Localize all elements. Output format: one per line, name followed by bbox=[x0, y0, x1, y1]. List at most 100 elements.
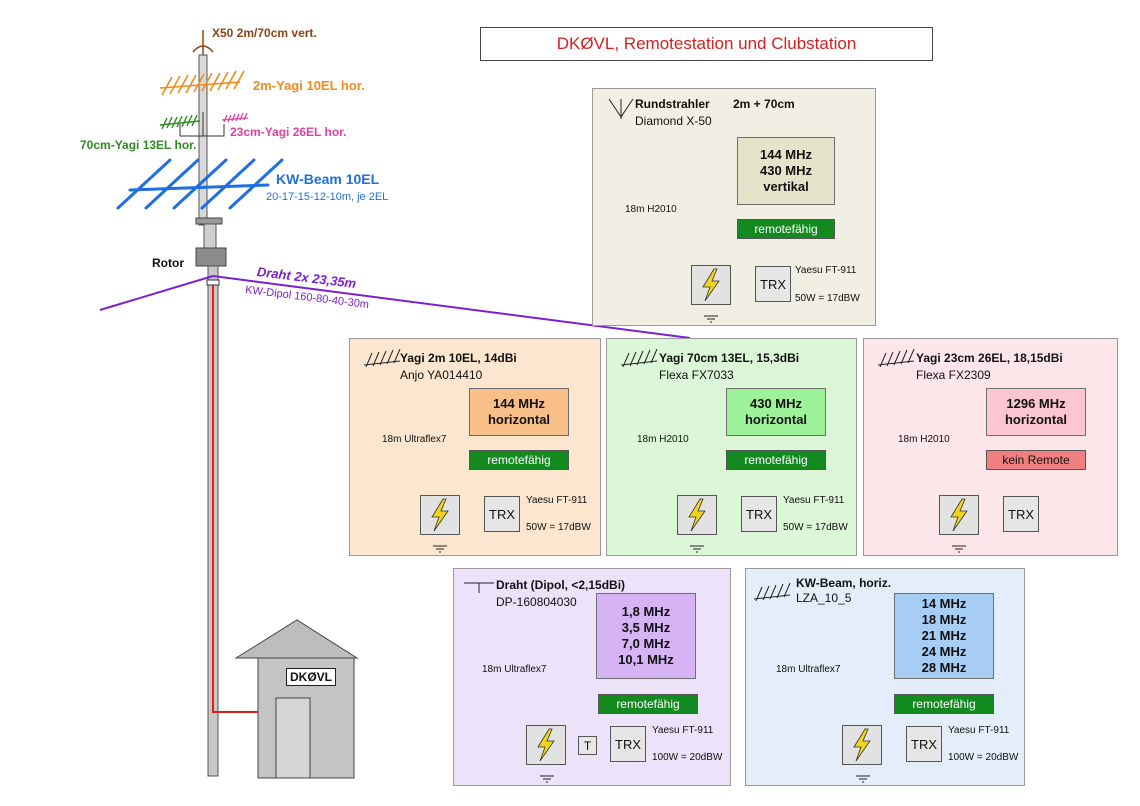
frequency-box: 144 MHz horizontal bbox=[469, 388, 569, 436]
power-label: 100W = 20dBW bbox=[948, 752, 1019, 763]
freq-line: 18 MHz bbox=[921, 612, 967, 627]
panel-title: Rundstrahler bbox=[635, 97, 710, 111]
frequency-box: 14 MHz 18 MHz 21 MHz 24 MHz 28 MHz bbox=[894, 593, 994, 679]
panel-yagi-2m: Yagi 2m 10EL, 14dBi Anjo YA014410 144 MH… bbox=[349, 338, 601, 556]
ground-icon bbox=[433, 545, 447, 553]
label-kw-beam-bands: 20-17-15-12-10m, je 2EL bbox=[266, 191, 389, 203]
freq-line: 21 MHz bbox=[921, 628, 967, 643]
lightning-arrester-icon bbox=[677, 495, 717, 535]
ground-icon bbox=[540, 775, 554, 783]
remote-badge: kein Remote bbox=[986, 450, 1086, 470]
trx-box: TRX bbox=[610, 726, 646, 762]
lightning-arrester-icon bbox=[691, 265, 731, 305]
freq-line: 10,1 MHz bbox=[618, 652, 674, 667]
trx-box: TRX bbox=[755, 266, 791, 302]
remote-badge: remotefähig bbox=[469, 450, 569, 470]
radio-label: Yaesu FT-911 bbox=[795, 265, 857, 276]
yagi-70cm-icon bbox=[159, 114, 201, 130]
panel-yagi-70cm: Yagi 70cm 13EL, 15,3dBi Flexa FX7033 430… bbox=[606, 338, 857, 556]
kw-beam-icon bbox=[116, 158, 284, 210]
panel-dipol: Draht (Dipol, <2,15dBi) DP-160804030 1,8… bbox=[453, 568, 731, 786]
power-label: 50W = 17dBW bbox=[783, 522, 848, 533]
freq-line: 14 MHz bbox=[921, 596, 967, 611]
radio-label: Yaesu FT-911 bbox=[652, 725, 714, 736]
mast-clamp bbox=[195, 217, 223, 225]
rotor-icon bbox=[195, 247, 227, 267]
panel-model: LZA_10_5 bbox=[796, 591, 852, 605]
feed-cable bbox=[212, 285, 276, 713]
panel-title: KW-Beam, horiz. bbox=[796, 576, 892, 590]
freq-line: 430 MHz bbox=[759, 163, 813, 178]
radio-label: Yaesu FT-911 bbox=[948, 725, 1010, 736]
ground-icon bbox=[690, 545, 704, 553]
panel-model: DP-160804030 bbox=[496, 595, 577, 609]
freq-line: vertikal bbox=[763, 179, 809, 194]
cable-label: 18m H2010 bbox=[898, 434, 950, 445]
wire-dipole-icon bbox=[99, 275, 691, 339]
cable-label: 18m Ultraflex7 bbox=[482, 664, 547, 675]
freq-line: 24 MHz bbox=[921, 644, 967, 659]
frequency-box: 144 MHz 430 MHz vertikal bbox=[737, 137, 835, 205]
yagi-2m-icon bbox=[159, 70, 245, 96]
freq-line: 144 MHz bbox=[759, 147, 813, 162]
panel-model: Diamond X-50 bbox=[635, 114, 712, 128]
freq-line: 3,5 MHz bbox=[621, 620, 671, 635]
radio-label: Yaesu FT-911 bbox=[783, 495, 845, 506]
panel-title: Yagi 70cm 13EL, 15,3dBi bbox=[659, 351, 800, 365]
label-yagi-2m: 2m-Yagi 10EL hor. bbox=[253, 78, 365, 93]
dipole-insulator bbox=[206, 279, 220, 286]
antenna-icon bbox=[363, 349, 401, 367]
trx-box: TRX bbox=[741, 496, 777, 532]
power-label: 50W = 17dBW bbox=[526, 522, 591, 533]
remote-badge: remotefähig bbox=[726, 450, 826, 470]
trx-box: TRX bbox=[906, 726, 942, 762]
mast-pipe-upper bbox=[198, 54, 208, 226]
remote-badge: remotefähig bbox=[894, 694, 994, 714]
panel-x50: Rundstrahler 2m + 70cm Diamond X-50 144 … bbox=[592, 88, 876, 326]
cable-label: 18m H2010 bbox=[625, 204, 677, 215]
cable-label: 18m Ultraflex7 bbox=[382, 434, 447, 445]
freq-line: horizontal bbox=[1004, 412, 1068, 427]
panel-title: Draht (Dipol, <2,15dBi) bbox=[496, 578, 626, 592]
trx-box: TRX bbox=[484, 496, 520, 532]
freq-line: 7,0 MHz bbox=[621, 636, 671, 651]
freq-line: horizontal bbox=[487, 412, 551, 427]
lightning-arrester-icon bbox=[939, 495, 979, 535]
lightning-arrester-icon bbox=[842, 725, 882, 765]
page-title: DKØVL, Remotestation und Clubstation bbox=[556, 34, 857, 53]
ground-icon bbox=[856, 775, 870, 783]
house-label: DKØVL bbox=[286, 668, 336, 686]
cable-label: 18m Ultraflex7 bbox=[776, 664, 841, 675]
remote-badge: remotefähig bbox=[598, 694, 698, 714]
ground-icon bbox=[704, 315, 718, 323]
clubhouse-icon bbox=[234, 619, 359, 779]
label-rotor: Rotor bbox=[152, 256, 184, 270]
ground-icon bbox=[952, 545, 966, 553]
remote-badge: remotefähig bbox=[737, 219, 835, 239]
freq-line: 144 MHz bbox=[492, 396, 546, 411]
panel-kw-beam: KW-Beam, horiz. LZA_10_5 14 MHz 18 MHz 2… bbox=[745, 568, 1025, 786]
mast-pipe-middle bbox=[203, 223, 217, 249]
panel-title: Yagi 2m 10EL, 14dBi bbox=[400, 351, 517, 365]
freq-line: 1296 MHz bbox=[1006, 396, 1066, 411]
lightning-arrester-icon bbox=[420, 495, 460, 535]
yagi-23cm-icon bbox=[221, 112, 249, 123]
label-yagi-70cm: 70cm-Yagi 13EL hor. bbox=[80, 138, 197, 152]
freq-line: horizontal bbox=[744, 412, 808, 427]
label-kw-beam: KW-Beam 10EL bbox=[276, 171, 380, 187]
panel-yagi-23cm: Yagi 23cm 26EL, 18,15dBi Flexa FX2309 12… bbox=[863, 338, 1118, 556]
antenna-icon bbox=[753, 583, 791, 601]
frequency-box: 430 MHz horizontal bbox=[726, 388, 826, 436]
panel-title-2: 2m + 70cm bbox=[733, 97, 795, 111]
antenna-icon bbox=[620, 349, 658, 367]
panel-model: Flexa FX7033 bbox=[659, 368, 734, 382]
panel-model: Anjo YA014410 bbox=[400, 368, 483, 382]
trx-box: TRX bbox=[1003, 496, 1039, 532]
panel-title: Yagi 23cm 26EL, 18,15dBi bbox=[916, 351, 1063, 365]
frequency-box: 1,8 MHz 3,5 MHz 7,0 MHz 10,1 MHz bbox=[596, 593, 696, 679]
header-title-box: DKØVL, Remotestation und Clubstation bbox=[480, 27, 933, 61]
power-label: 50W = 17dBW bbox=[795, 293, 860, 304]
lightning-arrester-icon bbox=[526, 725, 566, 765]
antenna-icon bbox=[877, 349, 915, 367]
antenna-icon bbox=[608, 98, 634, 119]
